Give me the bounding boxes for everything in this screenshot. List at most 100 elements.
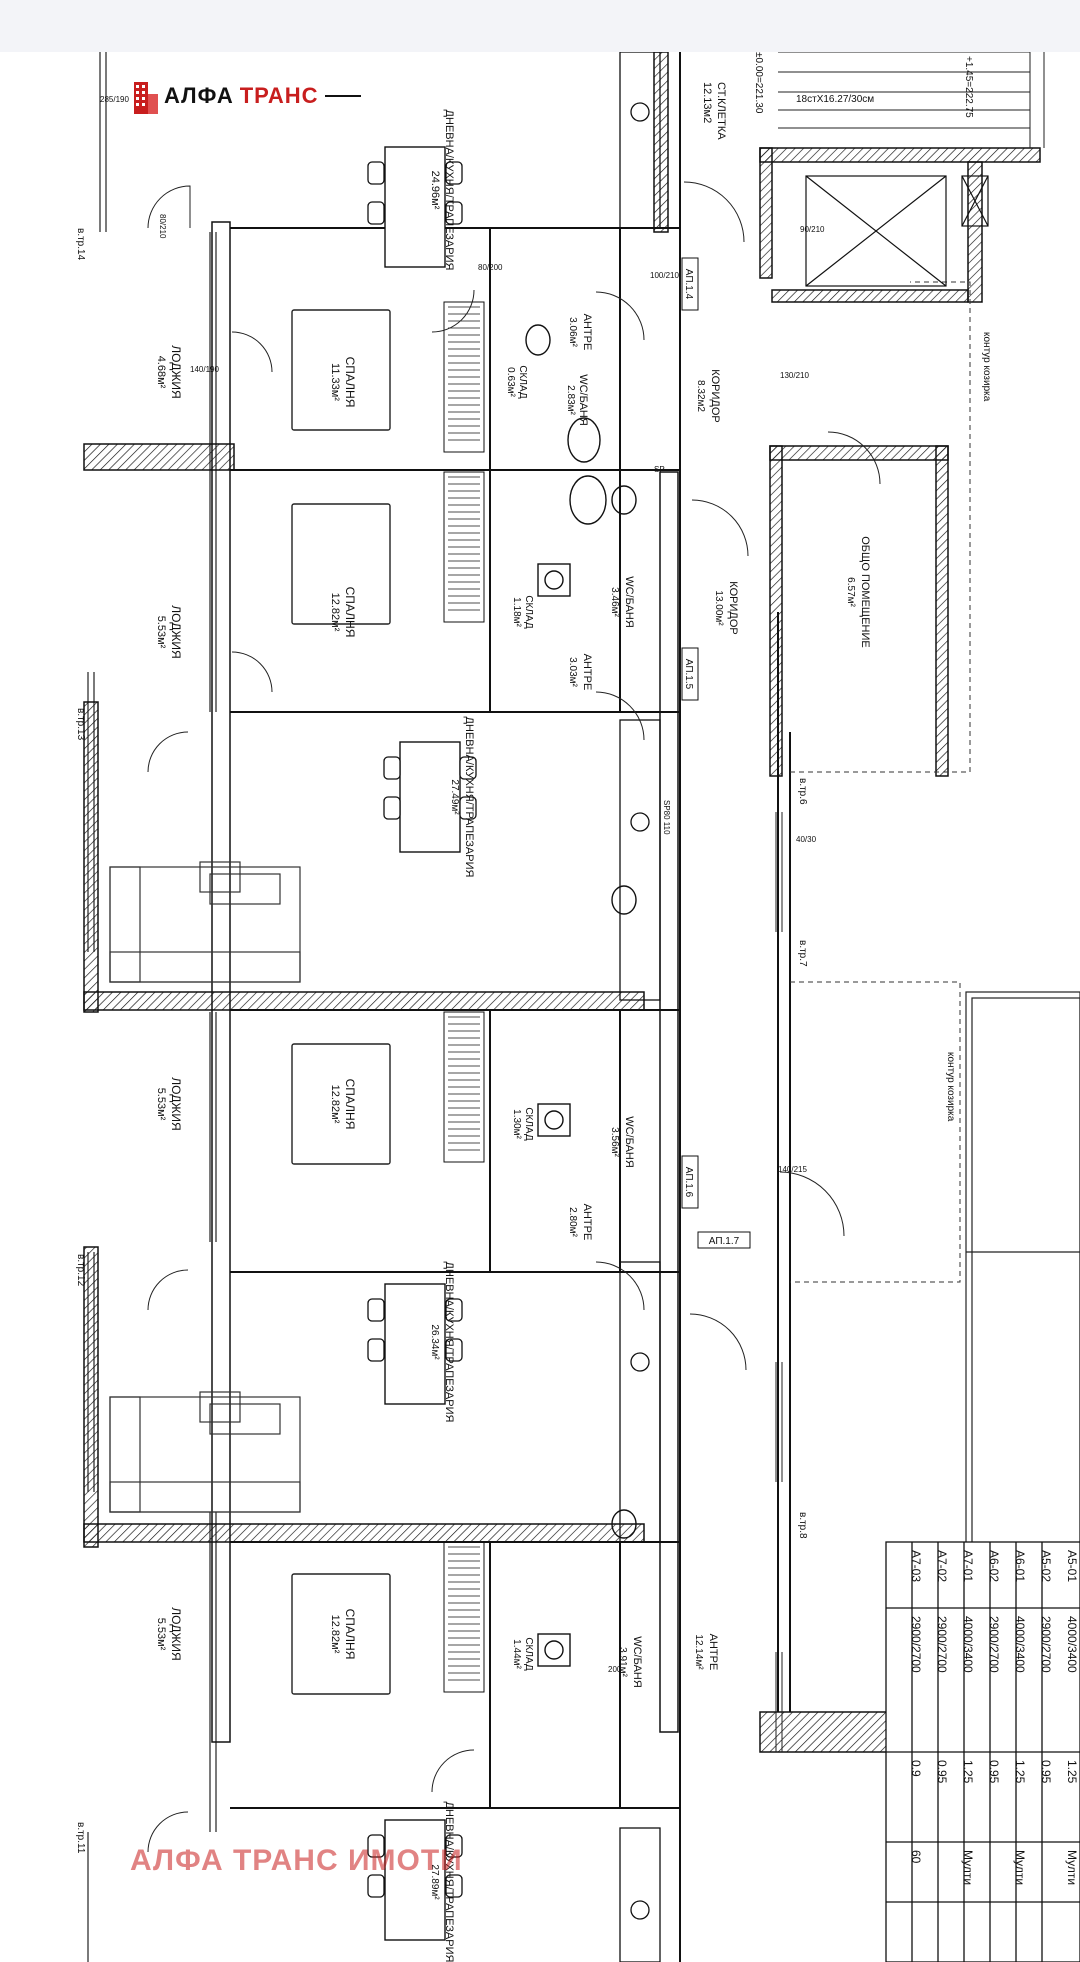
room-area: 26.34м² xyxy=(429,1324,440,1360)
room-label: СКЛАД xyxy=(523,1107,534,1141)
room-area: 4.68м² xyxy=(155,356,167,389)
room-label: СКЛАД xyxy=(523,595,534,629)
room-label: WC/БАНЯ xyxy=(623,576,635,628)
door-code: 80/200 xyxy=(478,263,503,272)
door-code: 100/210 xyxy=(650,271,679,280)
room-area: 0.63м² xyxy=(505,367,516,397)
stair-spec: 18стХ16.27/30см xyxy=(796,94,874,105)
logo-underline xyxy=(324,95,361,97)
schedule-size: 4000/3400 xyxy=(961,1616,975,1673)
room-area: 5.53м² xyxy=(155,1618,167,1651)
unit-label: АП.1.4 xyxy=(683,269,694,300)
room-area: 8.32м2 xyxy=(695,380,706,412)
schedule-type: 60 xyxy=(909,1850,923,1864)
axis-label: в.тр.11 xyxy=(75,1822,86,1854)
room-label: ЛОДЖИЯ xyxy=(169,345,183,398)
room-label: ДНЕВНА/КУХНЯ/ТРАПЕЗАРИЯ xyxy=(443,1262,455,1423)
room-area: 3.91м² xyxy=(617,1647,628,1677)
room-area: 2.80м² xyxy=(567,1207,578,1237)
schedule-text: A5-01 4000/3400 1.25 Мулти A5-02 2900/27… xyxy=(909,1550,1079,1885)
level-mark: +1.45=222.75 xyxy=(963,56,974,118)
room-area: 3.56м² xyxy=(609,1127,620,1157)
stair-room-label: СТ.КЛЕТКА xyxy=(715,82,727,140)
stair-labels: СТ.КЛЕТКА 12.13м2 18стХ16.27/30см +1.45=… xyxy=(701,52,974,140)
schedule-code: A7-02 xyxy=(935,1550,949,1582)
wardrobe-hatching xyxy=(448,306,480,1681)
schedule-code: A5-01 xyxy=(1065,1550,1079,1582)
room-label: ДНЕВНА/КУХНЯ/ТРАПЕЗАРИЯ xyxy=(443,110,455,271)
schedule-type: Мулти xyxy=(961,1850,975,1885)
axis-label: в.тр.13 xyxy=(75,708,86,741)
canopy-contours xyxy=(790,281,971,1283)
window-schedule-table xyxy=(885,1541,1080,1962)
structural-walls xyxy=(83,52,1041,1753)
room-area: 3.03м² xyxy=(567,657,578,687)
room-area: 27.49м² xyxy=(449,779,460,815)
axis-label: в.тр.7 xyxy=(797,940,808,967)
room-label: СКЛАД xyxy=(523,1637,534,1671)
door-code: 80/210 xyxy=(158,214,167,239)
door-swings xyxy=(147,181,881,1853)
schedule-h: 1.25 xyxy=(1065,1760,1079,1784)
schedule-size: 2900/2700 xyxy=(909,1616,923,1673)
schedule-code: A7-01 xyxy=(961,1550,975,1582)
door-code: 140/190 xyxy=(190,365,219,374)
schedule-size: 2900/2700 xyxy=(987,1616,1001,1673)
floor-plan-drawing: ДНЕВНА/КУХНЯ/ТРАПЕЗАРИЯ 24.96м² СПАЛНЯ 1… xyxy=(75,52,1080,1962)
schedule-size: 4000/3400 xyxy=(1065,1616,1079,1673)
door-codes: 80/210 80/200 100/210 140/190 285/190 90… xyxy=(100,95,825,1674)
room-area: 2.83м² xyxy=(565,385,576,415)
room-label: АНТРЕ xyxy=(707,1634,719,1671)
room-label: ЛОДЖИЯ xyxy=(169,605,183,658)
room-area: 5.53м² xyxy=(155,616,167,649)
room-label: WC/БАНЯ xyxy=(577,374,589,426)
door-code: 130/210 xyxy=(780,371,809,380)
room-label: ДНЕВНА/КУХНЯ/ТРАПЕЗАРИЯ xyxy=(443,1802,455,1962)
schedule-size: 2900/2700 xyxy=(935,1616,949,1673)
stair-room-area: 12.13м2 xyxy=(701,82,713,123)
logo-text-primary: АЛФА xyxy=(164,83,234,108)
beds xyxy=(291,309,391,1695)
room-labels: ДНЕВНА/КУХНЯ/ТРАПЕЗАРИЯ 24.96м² СПАЛНЯ 1… xyxy=(155,110,871,1962)
room-label: ОБЩО ПОМЕЩЕНИЕ xyxy=(859,536,871,648)
height-mark: ±0.00=221.30 xyxy=(753,52,764,114)
door-code: SP80 110 xyxy=(662,800,671,835)
room-area: 3.46м² xyxy=(609,587,620,617)
room-label: КОРИДОР xyxy=(727,581,739,634)
corridor-windows xyxy=(775,812,783,1752)
schedule-code: A6-01 xyxy=(1013,1550,1027,1582)
schedule-size: 4000/3400 xyxy=(1013,1616,1027,1673)
schedule-code: A7-03 xyxy=(909,1550,923,1582)
room-area: 12.14м² xyxy=(693,1634,704,1670)
schedule-h: 0.95 xyxy=(935,1760,949,1784)
room-area: 3.06м² xyxy=(567,317,578,347)
door-code: 90/210 xyxy=(800,225,825,234)
room-area: 1.18м² xyxy=(511,597,522,627)
building-logo-icon xyxy=(134,82,158,114)
room-label: АНТРЕ xyxy=(581,654,593,691)
axis-label: в.тр.8 xyxy=(797,1512,808,1539)
axis-label: в.тр.12 xyxy=(75,1254,86,1287)
dining-tables xyxy=(384,146,461,1941)
contour-label: контур козирка xyxy=(945,1052,956,1122)
top-bar xyxy=(0,0,1080,52)
room-label: СКЛАД xyxy=(517,365,528,399)
room-area: 12.82м² xyxy=(329,593,341,632)
room-area: 5.53м² xyxy=(155,1088,167,1121)
room-label: КОРИДОР xyxy=(709,369,721,422)
axis-labels: в.тр.14 в.тр.13 в.тр.12 в.тр.11 в.тр.6 в… xyxy=(75,228,992,1854)
room-label: ЛОДЖИЯ xyxy=(169,1607,183,1660)
schedule-h: 0.95 xyxy=(987,1760,1001,1784)
room-label: АНТРЕ xyxy=(581,1204,593,1241)
room-label: СПАЛНЯ xyxy=(343,357,357,408)
brand-logo: АЛФА ТРАНС xyxy=(128,76,361,116)
room-label: WC/БАНЯ xyxy=(631,1636,643,1688)
watermark-text: АЛФА ТРАНС ИМОТИ xyxy=(130,1844,463,1877)
axis-label: в.тр.6 xyxy=(797,778,808,805)
room-label: СПАЛНЯ xyxy=(343,1079,357,1130)
unit-label: АП.1.5 xyxy=(683,659,694,690)
bathroom-fixtures xyxy=(525,324,637,1667)
stair-treads xyxy=(778,52,1045,148)
room-area: 12.82м² xyxy=(329,1615,341,1654)
axis-label: в.тр.14 xyxy=(75,228,86,261)
